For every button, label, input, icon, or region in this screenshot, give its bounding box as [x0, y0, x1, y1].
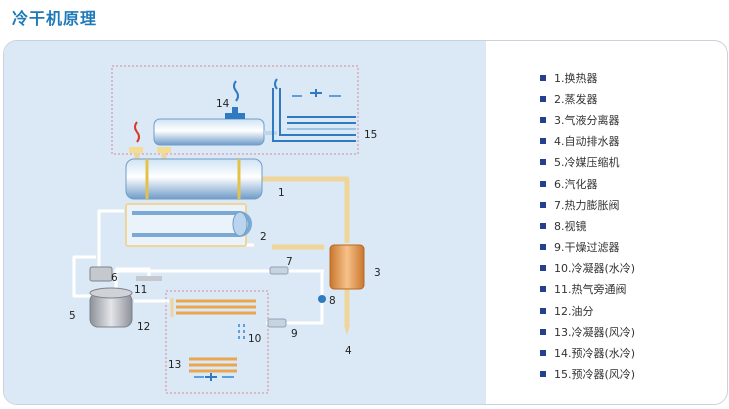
bullet-icon [540, 307, 546, 314]
condenser-group-box [165, 290, 269, 394]
legend-label: 2.蒸发器 [554, 92, 598, 106]
water-precooler [129, 80, 277, 153]
bullet-icon [540, 328, 546, 335]
legend-label: 7.热力膨胀阀 [554, 198, 620, 212]
label-9: 9 [291, 328, 298, 340]
bullet-icon [540, 95, 546, 102]
bullet-icon [540, 371, 546, 378]
schematic-area: 1 2 3 4 5 6 7 8 9 10 11 12 13 14 15 [4, 41, 486, 404]
bullet-icon [540, 74, 546, 81]
label-5: 5 [69, 310, 76, 322]
legend-item: 3.气液分离器 [540, 109, 635, 130]
heat-exchanger [125, 158, 263, 200]
legend-item: 6.汽化器 [540, 173, 635, 194]
legend-item: 1.换热器 [540, 67, 635, 88]
hot-gas-bypass-valve [136, 276, 162, 281]
legend-label: 10.冷凝器(水冷) [554, 262, 636, 276]
sight-glass [318, 295, 326, 303]
legend-item: 8.视镜 [540, 215, 635, 236]
water-condenser [170, 298, 256, 340]
separator [329, 244, 365, 290]
label-4: 4 [345, 345, 352, 357]
evaporator [125, 203, 252, 247]
air-condenser [189, 357, 237, 381]
legend-label: 14.预冷器(水冷) [554, 347, 636, 361]
legend-item: 7.热力膨胀阀 [540, 194, 635, 215]
label-8: 8 [329, 295, 336, 307]
legend-label: 8.视镜 [554, 219, 587, 233]
legend-label: 12.油分 [554, 304, 594, 318]
legend-item: 5.冷媒压缩机 [540, 152, 635, 173]
precooler-group-box [111, 65, 359, 155]
bullet-icon [540, 222, 546, 229]
label-6: 6 [111, 272, 118, 284]
bullet-icon [540, 350, 546, 357]
refrigerant-pipes [72, 209, 324, 325]
bullet-icon [540, 138, 546, 145]
page-title: 冷干机原理 [12, 9, 98, 28]
legend-label: 3.气液分离器 [554, 113, 620, 127]
legend-label: 5.冷媒压缩机 [554, 156, 620, 170]
legend-item: 13.冷凝器(风冷) [540, 321, 635, 342]
vaporizer [89, 266, 113, 282]
label-14: 14 [216, 98, 230, 110]
label-7: 7 [286, 256, 293, 268]
legend-item: 14.预冷器(水冷) [540, 342, 635, 363]
label-2: 2 [260, 231, 267, 243]
bullet-icon [540, 159, 546, 166]
legend-label: 13.冷凝器(风冷) [554, 325, 636, 339]
legend-label: 15.预冷器(风冷) [554, 368, 636, 382]
label-1: 1 [278, 187, 285, 199]
compressor [89, 287, 133, 328]
bullet-icon [540, 265, 546, 272]
bullet-icon [540, 201, 546, 208]
bullet-icon [540, 116, 546, 123]
label-10: 10 [248, 333, 261, 345]
label-12: 12 [137, 321, 150, 333]
label-13: 13 [168, 359, 181, 371]
legend-label: 11.热气旁通阀 [554, 283, 627, 297]
label-3: 3 [374, 267, 381, 279]
component-legend: 1.换热器 2.蒸发器 3.气液分离器 4.自动排水器 5.冷媒压缩机 6.汽化… [540, 67, 635, 385]
legend-item: 15.预冷器(风冷) [540, 364, 635, 385]
label-11: 11 [134, 284, 147, 296]
dryer-filter [267, 318, 287, 328]
refrigerated-dryer-schematic: 1 2 3 4 5 6 7 8 9 10 11 12 13 14 15 [69, 65, 381, 394]
label-15: 15 [364, 129, 377, 141]
auto-drain [344, 325, 350, 335]
expansion-valve [269, 266, 289, 275]
legend-item: 2.蒸发器 [540, 88, 635, 109]
legend-label: 9.干燥过滤器 [554, 241, 620, 255]
legend-label: 1.换热器 [554, 71, 598, 85]
legend-item: 11.热气旁通阀 [540, 279, 635, 300]
air-precooler [272, 78, 356, 142]
bullet-icon [540, 180, 546, 187]
bullet-icon [540, 244, 546, 251]
legend-item: 12.油分 [540, 300, 635, 321]
bullet-icon [540, 286, 546, 293]
legend-label: 4.自动排水器 [554, 135, 620, 149]
legend-item: 9.干燥过滤器 [540, 237, 635, 258]
legend-label: 6.汽化器 [554, 177, 598, 191]
legend-item: 10.冷凝器(水冷) [540, 258, 635, 279]
legend-item: 4.自动排水器 [540, 131, 635, 152]
diagram-panel: 1 2 3 4 5 6 7 8 9 10 11 12 13 14 15 1.换热… [3, 40, 728, 405]
